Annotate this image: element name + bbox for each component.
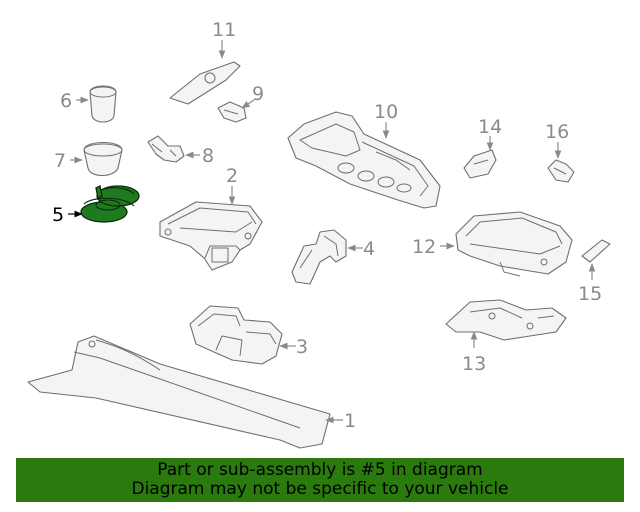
- part-16-clip[interactable]: [547, 159, 575, 183]
- part-3-lower-tray[interactable]: [189, 305, 283, 365]
- part-13-mounting-plate[interactable]: [445, 299, 567, 341]
- callout-16: 16: [545, 121, 569, 143]
- callout-15: 15: [578, 283, 602, 305]
- part-9-connector[interactable]: [217, 101, 247, 123]
- leader-9: [241, 99, 255, 109]
- callout-6: 6: [60, 90, 72, 112]
- callout-1: 1: [344, 410, 356, 432]
- callout-12: 12: [412, 236, 436, 258]
- banner-line-1: Part or sub-assembly is #5 in diagram: [157, 460, 483, 480]
- part-6-cup-sleeve[interactable]: [89, 85, 117, 123]
- callout-3: 3: [296, 336, 308, 358]
- part-15-pad[interactable]: [581, 239, 611, 263]
- banner-line-2: Diagram may not be specific to your vehi…: [131, 479, 509, 499]
- callout-2: 2: [226, 165, 238, 187]
- callout-9: 9: [252, 83, 264, 105]
- callout-13: 13: [462, 353, 486, 375]
- callout-7: 7: [54, 150, 66, 172]
- callout-8: 8: [202, 145, 214, 167]
- part-12-storage-bin[interactable]: [455, 211, 573, 277]
- part-1-console-side-trim[interactable]: [27, 335, 331, 449]
- callout-5: 5: [52, 204, 64, 226]
- part-14-switch-bezel[interactable]: [463, 149, 497, 179]
- part-10-console-bezel[interactable]: [287, 111, 441, 209]
- callout-14: 14: [478, 116, 502, 138]
- part-5-cup-holder-insert[interactable]: [80, 185, 140, 223]
- part-2-cup-holder-base[interactable]: [159, 201, 263, 271]
- part-8-clip[interactable]: [147, 135, 185, 163]
- fitment-notice-banner: Part or sub-assembly is #5 in diagram Di…: [16, 458, 624, 502]
- part-4-bracket[interactable]: [291, 229, 347, 285]
- exploded-parts-diagram: 1 2 3 4 5 6 7: [27, 19, 611, 449]
- part-11-trim-strip[interactable]: [169, 61, 241, 105]
- part-7-cup-liner[interactable]: [83, 141, 123, 177]
- callout-4: 4: [363, 238, 375, 260]
- callout-11: 11: [212, 19, 236, 41]
- callout-10: 10: [374, 101, 398, 123]
